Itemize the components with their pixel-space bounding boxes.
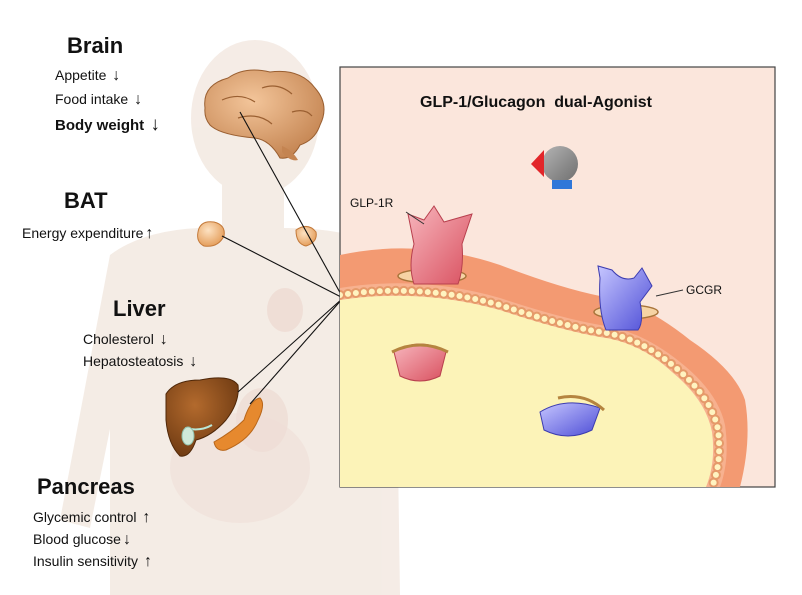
connector-lines: [221, 111, 344, 405]
brain-title: Brain: [67, 33, 124, 58]
gcgr-label: GCGR: [686, 283, 722, 297]
cell-panel: [339, 66, 776, 488]
down-arrow-icon: ↓: [134, 91, 143, 108]
effect-label: Body weight: [55, 117, 145, 134]
effect-label: Energy expenditure: [22, 225, 144, 241]
internalized-gcgr-icon: [539, 395, 606, 437]
up-arrow-icon: ↑: [143, 553, 152, 570]
glp1r-label: GLP-1R: [350, 196, 394, 210]
brain-effect-body-weight: Body weight ↓: [55, 114, 160, 136]
up-arrow-icon: ↑: [145, 225, 154, 242]
down-arrow-icon: ↓: [189, 353, 198, 370]
glp1r-pointer-line: [405, 211, 425, 225]
down-arrow-icon: ↓: [122, 531, 131, 548]
down-arrow-icon: ↓: [112, 67, 121, 84]
effect-label: Blood glucose: [33, 531, 121, 547]
brain-effect-food-intake: Food intake ↓: [55, 91, 142, 109]
pancreas-icon: [213, 397, 264, 451]
gcgr-receptor-icon: [593, 265, 659, 331]
effect-label: Appetite: [55, 67, 107, 83]
gcgr-pointer-line: [655, 289, 684, 297]
up-arrow-icon: ↑: [142, 509, 151, 526]
down-arrow-icon: ↓: [159, 331, 168, 348]
liver-effect-hepatosteatosis: Hepatosteatosis ↓: [83, 353, 197, 371]
down-arrow-icon: ↓: [150, 114, 160, 135]
internalized-glp1r-icon: [391, 343, 449, 382]
effect-label: Glycemic control: [33, 509, 137, 525]
pancreas-effect-blood-glucose: Blood glucose↓: [33, 531, 131, 549]
panel-title: GLP-1/Glucagon dual-Agonist: [420, 94, 652, 111]
pancreas-title: Pancreas: [37, 474, 135, 499]
effect-label: Hepatosteatosis: [83, 353, 184, 369]
bat-title: BAT: [64, 188, 108, 213]
brain-effect-appetite: Appetite ↓: [55, 67, 120, 85]
brain-icon: [204, 69, 325, 161]
liver-icon: [165, 377, 239, 457]
liver-effect-cholesterol: Cholesterol ↓: [83, 331, 168, 349]
pancreas-effect-insulin-sensitivity: Insulin sensitivity ↑: [33, 553, 152, 571]
dual-agonist-icon: [531, 146, 578, 189]
effect-label: Cholesterol: [83, 331, 154, 347]
effect-label: Food intake: [55, 91, 129, 107]
pancreas-effect-glycemic-control: Glycemic control ↑: [33, 509, 150, 527]
glp1r-receptor-icon: [397, 205, 473, 285]
effect-label: Insulin sensitivity: [33, 553, 139, 569]
bat-effect-energy-expenditure: Energy expenditure↑: [22, 225, 153, 243]
liver-title: Liver: [113, 296, 166, 321]
